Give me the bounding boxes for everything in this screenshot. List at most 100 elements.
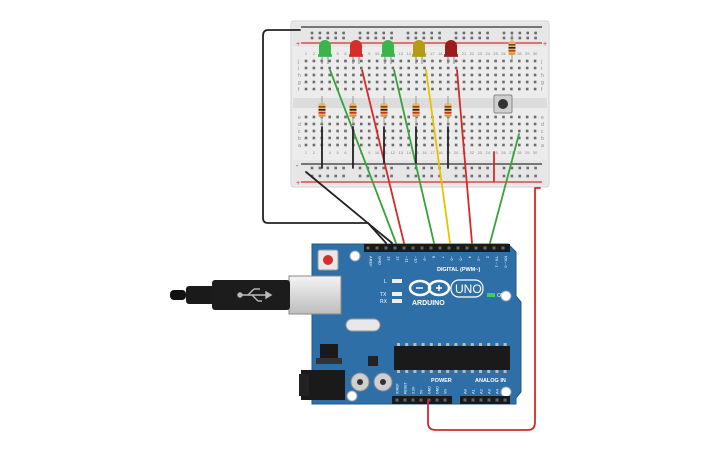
column-number-top: 22	[470, 51, 475, 56]
breadboard-hole	[415, 80, 418, 84]
rail-hole	[518, 31, 522, 35]
column-number-bottom: 28	[517, 150, 522, 155]
breadboard-hole	[367, 59, 371, 63]
header-pin[interactable]	[438, 246, 442, 250]
breadboard-hole	[423, 59, 426, 63]
breadboard-hole	[328, 80, 331, 84]
header-pin[interactable]	[479, 398, 483, 402]
breadboard-hole	[518, 80, 521, 84]
header-pin[interactable]	[443, 398, 447, 402]
digital-pin-label: ~10	[414, 256, 419, 264]
rail-hole	[358, 166, 362, 170]
led-green-1	[318, 40, 332, 64]
header-pin[interactable]	[483, 246, 487, 250]
rail-hole	[478, 31, 481, 35]
header-pin[interactable]	[465, 246, 469, 250]
breadboard-hole	[423, 136, 426, 140]
header-pin[interactable]	[427, 398, 431, 402]
column-number-top: 10	[375, 51, 380, 56]
breadboard-hole	[312, 129, 316, 133]
row-letter: e	[541, 115, 544, 121]
header-pin[interactable]	[447, 246, 451, 250]
breadboard-hole	[518, 115, 521, 119]
header-pin[interactable]	[366, 246, 370, 250]
column-number-bottom: 18	[438, 150, 443, 155]
resistor-1	[318, 96, 326, 124]
column-number-bottom: 29	[525, 150, 530, 155]
digital-pin-label: 4	[468, 256, 473, 259]
power-pin-label: IOREF	[396, 383, 400, 394]
column-number-top: 9	[368, 51, 371, 56]
header-pin[interactable]	[402, 246, 406, 250]
rail-hole	[454, 31, 458, 35]
header-pin[interactable]	[429, 246, 433, 250]
breadboard-hole	[518, 136, 521, 140]
header-pin[interactable]	[487, 398, 491, 402]
power-pin-label: GND	[428, 386, 432, 394]
breadboard-hole	[391, 115, 395, 119]
breadboard-hole	[312, 66, 316, 70]
rail-hole	[334, 31, 337, 35]
breadboard-hole	[336, 143, 339, 147]
breadboard-hole	[525, 73, 529, 77]
header-pin[interactable]	[393, 246, 397, 250]
column-number-top: 14	[406, 51, 411, 56]
header-pin[interactable]	[456, 246, 460, 250]
column-number-top: 18	[438, 51, 443, 56]
pushbutton[interactable]	[493, 94, 513, 114]
analog-pin-label: A3	[487, 388, 492, 394]
breadboard-hole	[304, 115, 308, 119]
breadboard-hole	[328, 66, 331, 70]
breadboard-hole	[510, 129, 513, 133]
header-pin[interactable]	[419, 398, 423, 402]
header-pin[interactable]	[501, 246, 505, 250]
breadboard-hole	[533, 59, 537, 63]
header-pin[interactable]	[471, 398, 475, 402]
column-number-bottom: 24	[485, 150, 490, 155]
header-pin[interactable]	[411, 246, 415, 250]
breadboard-hole	[431, 59, 434, 63]
rail-hole	[358, 36, 362, 40]
header-pin[interactable]	[495, 398, 499, 402]
digital-pin-label: 2	[486, 256, 491, 259]
header-pin[interactable]	[492, 246, 496, 250]
breadboard-hole	[312, 115, 316, 119]
digital-pin-label: ~6	[450, 256, 455, 261]
breadboard-hole	[407, 59, 410, 63]
rail-hole	[430, 166, 433, 170]
breadboard-hole	[470, 129, 474, 133]
header-pin[interactable]	[474, 246, 478, 250]
breadboard-hole	[375, 87, 379, 91]
breadboard-hole	[399, 66, 403, 70]
header-pin[interactable]	[384, 246, 388, 250]
rail-hole	[462, 36, 466, 40]
breadboard-hole	[525, 66, 529, 70]
breadboard-hole	[328, 115, 331, 119]
header-pin[interactable]	[375, 246, 379, 250]
header-pin[interactable]	[395, 398, 399, 402]
breadboard-hole	[336, 136, 339, 140]
header-pin[interactable]	[463, 398, 467, 402]
rail-hole	[462, 166, 466, 170]
header-pin[interactable]	[435, 398, 439, 402]
breadboard-hole	[344, 122, 347, 126]
breadboard-hole	[383, 87, 387, 91]
mount-hole	[349, 250, 361, 262]
mount-hole	[500, 290, 512, 302]
breadboard-hole	[344, 143, 347, 147]
rail-hole	[438, 31, 441, 35]
breadboard-hole	[312, 143, 316, 147]
breadboard-hole	[518, 59, 521, 63]
breadboard-hole	[439, 143, 442, 147]
header-pin[interactable]	[403, 398, 407, 402]
header-pin[interactable]	[420, 246, 424, 250]
header-pin[interactable]	[503, 398, 507, 402]
rail-hole	[478, 174, 481, 178]
breadboard-hole	[423, 73, 426, 77]
breadboard-hole	[486, 115, 489, 119]
header-pin[interactable]	[411, 398, 415, 402]
rail-hole	[430, 174, 433, 178]
rx-led	[392, 299, 402, 303]
rail-hole	[526, 31, 529, 35]
row-letter: c	[541, 129, 544, 135]
